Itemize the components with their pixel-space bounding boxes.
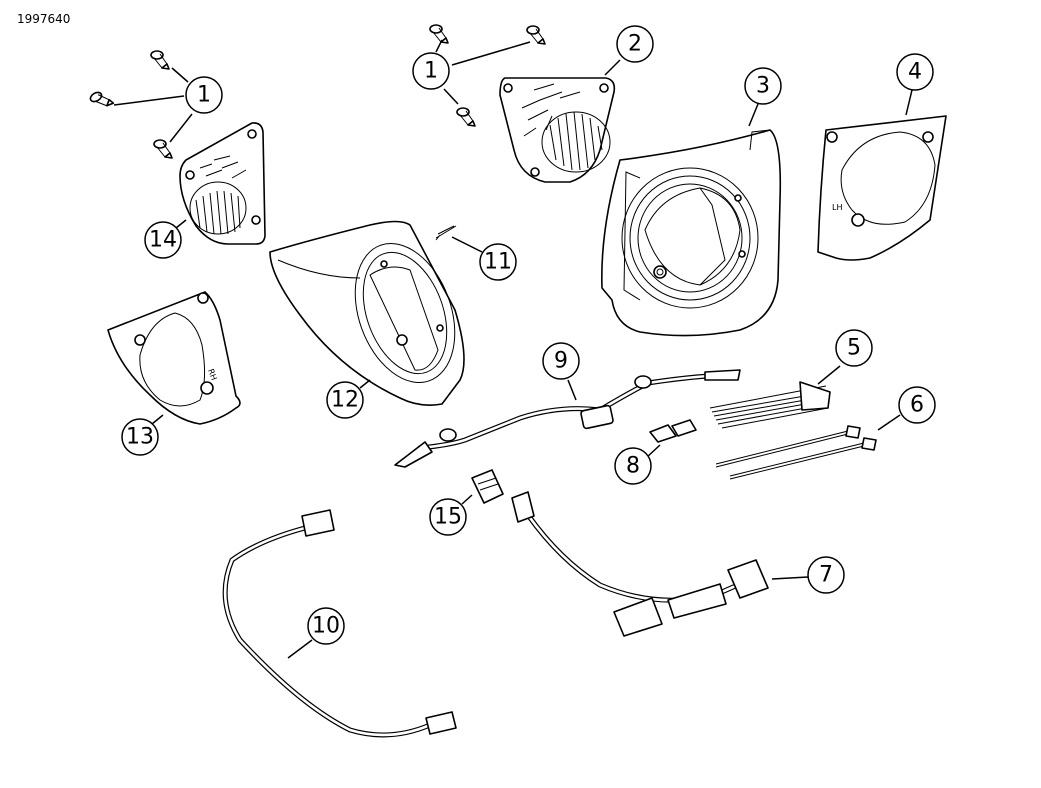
speaker-pod-right-part	[601, 129, 782, 337]
svg-text:14: 14	[149, 228, 177, 253]
callout-3: 3	[744, 67, 782, 105]
gasket-lh-marking: LH	[832, 203, 842, 212]
svg-text:2: 2	[628, 32, 642, 57]
screw-part	[150, 50, 170, 70]
svg-text:6: 6	[910, 393, 924, 418]
callout-1-right: 1	[412, 52, 450, 90]
speaker-pod-left-part	[269, 220, 465, 406]
callout-8: 8	[614, 447, 652, 485]
document-id: 1997640	[17, 12, 71, 26]
gasket-rh-part: RH	[107, 291, 241, 425]
callout-12: 12	[326, 381, 364, 419]
callout-4: 4	[896, 53, 934, 91]
callout-5: 5	[835, 329, 873, 367]
svg-text:3: 3	[756, 74, 770, 99]
screw-part	[88, 86, 115, 113]
cable-ties-long-part	[715, 425, 877, 480]
screw-part	[429, 24, 449, 44]
callout-9: 9	[542, 342, 580, 380]
svg-text:11: 11	[484, 250, 512, 275]
svg-text:5: 5	[847, 336, 861, 361]
svg-text:4: 4	[908, 60, 922, 85]
svg-text:1: 1	[424, 59, 438, 84]
svg-text:15: 15	[434, 505, 462, 530]
harness-adapter-part	[511, 491, 769, 637]
connector-part	[471, 469, 504, 504]
svg-text:7: 7	[819, 563, 833, 588]
screw-group-left	[88, 50, 173, 159]
callout-15: 15	[429, 498, 467, 536]
clips-part	[649, 419, 697, 443]
screw-part	[456, 107, 476, 127]
extension-harness-part	[222, 509, 457, 738]
svg-text:9: 9	[554, 349, 568, 374]
callout-2: 2	[616, 25, 654, 63]
svg-text:1: 1	[197, 83, 211, 108]
callout-7: 7	[807, 556, 845, 594]
svg-text:12: 12	[331, 388, 359, 413]
svg-text:13: 13	[126, 425, 154, 450]
svg-text:8: 8	[626, 454, 640, 479]
leader-lines	[113, 39, 913, 659]
pin-part	[435, 225, 457, 241]
gasket-lh-part: LH	[817, 115, 947, 261]
callout-14: 14	[144, 221, 182, 259]
callout-13: 13	[121, 418, 159, 456]
speaker-grille-top-part	[499, 77, 616, 183]
gasket-rh-marking: RH	[206, 368, 218, 382]
callout-1-left: 1	[185, 76, 223, 114]
screw-part	[526, 25, 546, 45]
speaker-grille-left-part	[179, 122, 266, 245]
svg-text:10: 10	[312, 614, 340, 639]
screw-part	[153, 139, 173, 159]
callout-10: 10	[307, 607, 345, 645]
wire-harness-part	[394, 369, 741, 468]
callout-11: 11	[479, 243, 517, 281]
cable-ties-bundle-part	[709, 381, 831, 429]
callout-6: 6	[898, 386, 936, 424]
